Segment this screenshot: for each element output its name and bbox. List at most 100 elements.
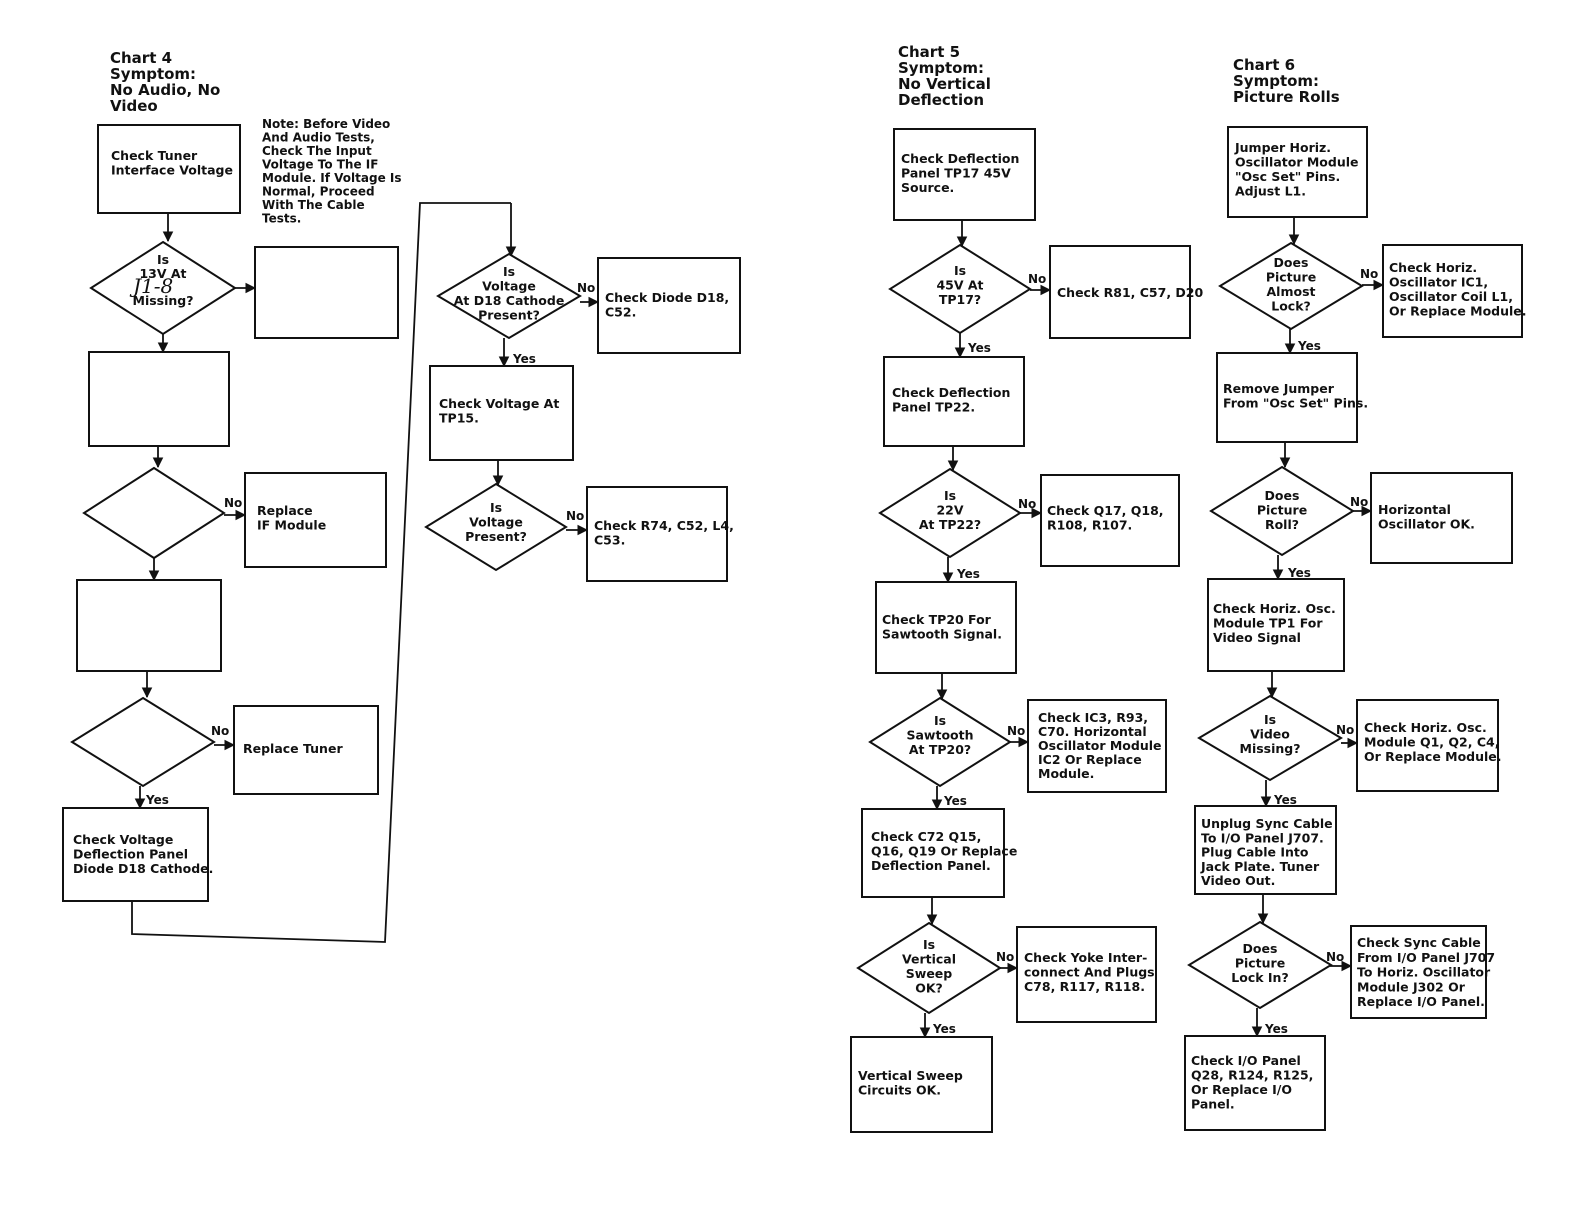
chart5-title: Deflection bbox=[898, 91, 984, 109]
chart6-diamond-almost-lock-text: Picture bbox=[1266, 270, 1316, 285]
chart6-box-q1 bbox=[1356, 699, 1499, 792]
chart5-diamond-sawtooth-text: At TP20? bbox=[909, 742, 971, 757]
chart6-label-no: No bbox=[1350, 495, 1368, 509]
chart6-box-sync-cable bbox=[1350, 925, 1487, 1019]
chart6-box-remove-jumper bbox=[1216, 352, 1358, 443]
chart4-box-check-voltage-d18 bbox=[62, 807, 209, 902]
chart6-box-jumper-text: Jumper Horiz. bbox=[1234, 140, 1331, 155]
chart5-diamond-vertical-text: Is bbox=[923, 937, 935, 952]
chart6-box-unplug-text: To I/O Panel J707. bbox=[1201, 830, 1324, 845]
chart6-box-horiz-ic1-text: Check Horiz. bbox=[1389, 260, 1477, 275]
chart4-diamond-voltage-present-text: Voltage bbox=[469, 515, 523, 530]
chart6-box-sync-cable-text: To Horiz. Oscillator bbox=[1357, 965, 1491, 980]
chart5-diamond-22v-text: 22V bbox=[936, 503, 963, 518]
chart5-box-q17 bbox=[1040, 474, 1180, 567]
chart5-label-yes: Yes bbox=[932, 1022, 956, 1036]
chart4-box-check-voltage-d18-text: Diode D18 Cathode. bbox=[73, 861, 213, 876]
chart6-diamond-roll-text: Picture bbox=[1257, 503, 1307, 518]
chart6-box-sync-cable-text: Module J302 Or bbox=[1357, 979, 1466, 994]
chart5-label-no: No bbox=[996, 950, 1014, 964]
chart6-box-jumper-text: Oscillator Module bbox=[1235, 155, 1358, 170]
chart5-diamond-45v-text: 45V At bbox=[936, 278, 983, 293]
chart4-note: With The Cable bbox=[262, 198, 365, 212]
chart5-diamond-22v bbox=[878, 467, 1022, 559]
chart6-box-io-panel-text: Check I/O Panel bbox=[1191, 1053, 1301, 1068]
chart5-box-yoke-text: C78, R117, R118. bbox=[1024, 979, 1145, 994]
chart4-box-replace-if-text: Replace bbox=[257, 503, 313, 518]
chart5-box-r81 bbox=[1049, 245, 1191, 339]
chart6-diamond-lock-in-text: Does bbox=[1243, 941, 1278, 956]
chart6-diamond-roll bbox=[1209, 465, 1355, 557]
chart6-box-q1-text: Module Q1, Q2, C4, bbox=[1364, 735, 1499, 750]
chart4-label-no: No bbox=[566, 509, 584, 523]
chart6-label-yes: Yes bbox=[1287, 566, 1311, 580]
chart5-box-r81-text: Check R81, C57, D20 bbox=[1057, 285, 1203, 300]
chart5-box-ic3-text: C70. Horizontal bbox=[1038, 724, 1147, 739]
chart6-title: Symptom: bbox=[1233, 72, 1319, 90]
chart5-box-tp20 bbox=[875, 581, 1017, 674]
chart5-title: No Vertical bbox=[898, 75, 991, 93]
chart5-box-tp17-text: Panel TP17 45V bbox=[901, 166, 1011, 181]
chart6-box-q1-text: Or Replace Module. bbox=[1364, 749, 1502, 764]
chart6-label-yes: Yes bbox=[1273, 793, 1297, 807]
chart4-diamond-d18 bbox=[436, 252, 582, 340]
chart6-diamond-lock-in-text: Picture bbox=[1235, 956, 1285, 971]
chart6-diamond-lock-in-text: Lock In? bbox=[1231, 970, 1288, 985]
chart4-box-check-tp15-text: TP15. bbox=[439, 411, 479, 426]
chart6-box-jumper-text: "Osc Set" Pins. bbox=[1235, 169, 1340, 184]
chart4-box-check-tp15-text: Check Voltage At bbox=[439, 396, 559, 411]
chart5-box-ic3-text: Oscillator Module bbox=[1038, 738, 1161, 753]
chart5-box-tp17-text: Check Deflection bbox=[901, 151, 1019, 166]
chart6-label-yes: Yes bbox=[1264, 1022, 1288, 1036]
chart5-box-tp17-text: Source. bbox=[901, 180, 954, 195]
chart4-note: Voltage To The IF bbox=[262, 158, 378, 172]
chart5-box-c72-text: Deflection Panel. bbox=[871, 858, 991, 873]
chart4-box-check-r74-text: Check R74, C52, L4, bbox=[594, 518, 734, 533]
chart6-label-no: No bbox=[1360, 267, 1378, 281]
chart5-title: Symptom: bbox=[898, 59, 984, 77]
chart4-diamond-voltage-present bbox=[424, 482, 568, 572]
chart6-box-unplug-text: Unplug Sync Cable bbox=[1201, 816, 1333, 831]
chart6-box-horiz-ic1 bbox=[1382, 244, 1523, 338]
chart4-box-check-tp15 bbox=[429, 365, 574, 461]
chart6-box-jumper-text: Adjust L1. bbox=[1235, 184, 1306, 199]
chart4-label-yes: Yes bbox=[512, 352, 536, 366]
chart6-diamond-video-missing-text: Is bbox=[1264, 712, 1276, 727]
chart5-box-tp22-text: Check Deflection bbox=[892, 385, 1010, 400]
chart5-box-tp20-text: Sawtooth Signal. bbox=[882, 627, 1002, 642]
chart6-box-sync-cable-text: Check Sync Cable bbox=[1357, 935, 1481, 950]
chart6-box-tp1-text: Check Horiz. Osc. bbox=[1213, 601, 1336, 616]
chart6-box-tp1-text: Video Signal bbox=[1213, 630, 1301, 645]
chart6-box-io-panel bbox=[1184, 1035, 1326, 1131]
chart6-diamond-roll-text: Does bbox=[1265, 488, 1300, 503]
chart4-box-replace-tuner-text: Replace Tuner bbox=[243, 741, 343, 756]
chart6-label-no: No bbox=[1326, 950, 1344, 964]
chart5-diamond-45v-text: Is bbox=[954, 263, 966, 278]
chart4-label-no: No bbox=[577, 281, 595, 295]
chart6-box-io-panel-text: Or Replace I/O bbox=[1191, 1082, 1292, 1097]
chart5-diamond-vertical bbox=[856, 921, 1002, 1015]
chart6-box-q1-text: Check Horiz. Osc. bbox=[1364, 720, 1487, 735]
chart4-box-check-r74 bbox=[586, 486, 728, 582]
chart5-box-vertical-ok bbox=[850, 1036, 993, 1133]
chart4-box-check-diode-text: C52. bbox=[605, 305, 636, 320]
chart4-box-check-voltage-d18-text: Deflection Panel bbox=[73, 847, 188, 862]
chart4-box-check-tuner-text: Interface Voltage bbox=[111, 163, 233, 178]
chart6-box-horiz-ic1-text: Oscillator Coil L1, bbox=[1389, 289, 1513, 304]
chart4-box-check-diode bbox=[597, 257, 741, 354]
chart5-box-tp22 bbox=[883, 356, 1025, 447]
chart4-box-empty-2 bbox=[88, 351, 230, 447]
chart4-label-no: No bbox=[211, 724, 229, 738]
chart4-label-no: No bbox=[224, 496, 242, 510]
chart6-title: Chart 6 bbox=[1233, 56, 1295, 74]
chart6-box-horiz-ok bbox=[1370, 472, 1513, 564]
chart4-title: No Audio, No bbox=[110, 81, 220, 99]
chart4-diamond-d18-text: At D18 Cathode bbox=[454, 293, 565, 308]
chart5-box-ic3-text: Module. bbox=[1038, 766, 1094, 781]
chart6-diamond-almost-lock-text: Almost bbox=[1267, 284, 1316, 299]
chart5-label-no: No bbox=[1007, 724, 1025, 738]
chart4-note: Tests. bbox=[262, 212, 301, 226]
chart5-box-q17-text: Check Q17, Q18, bbox=[1047, 503, 1164, 518]
chart4-title: Chart 4 bbox=[110, 49, 172, 67]
